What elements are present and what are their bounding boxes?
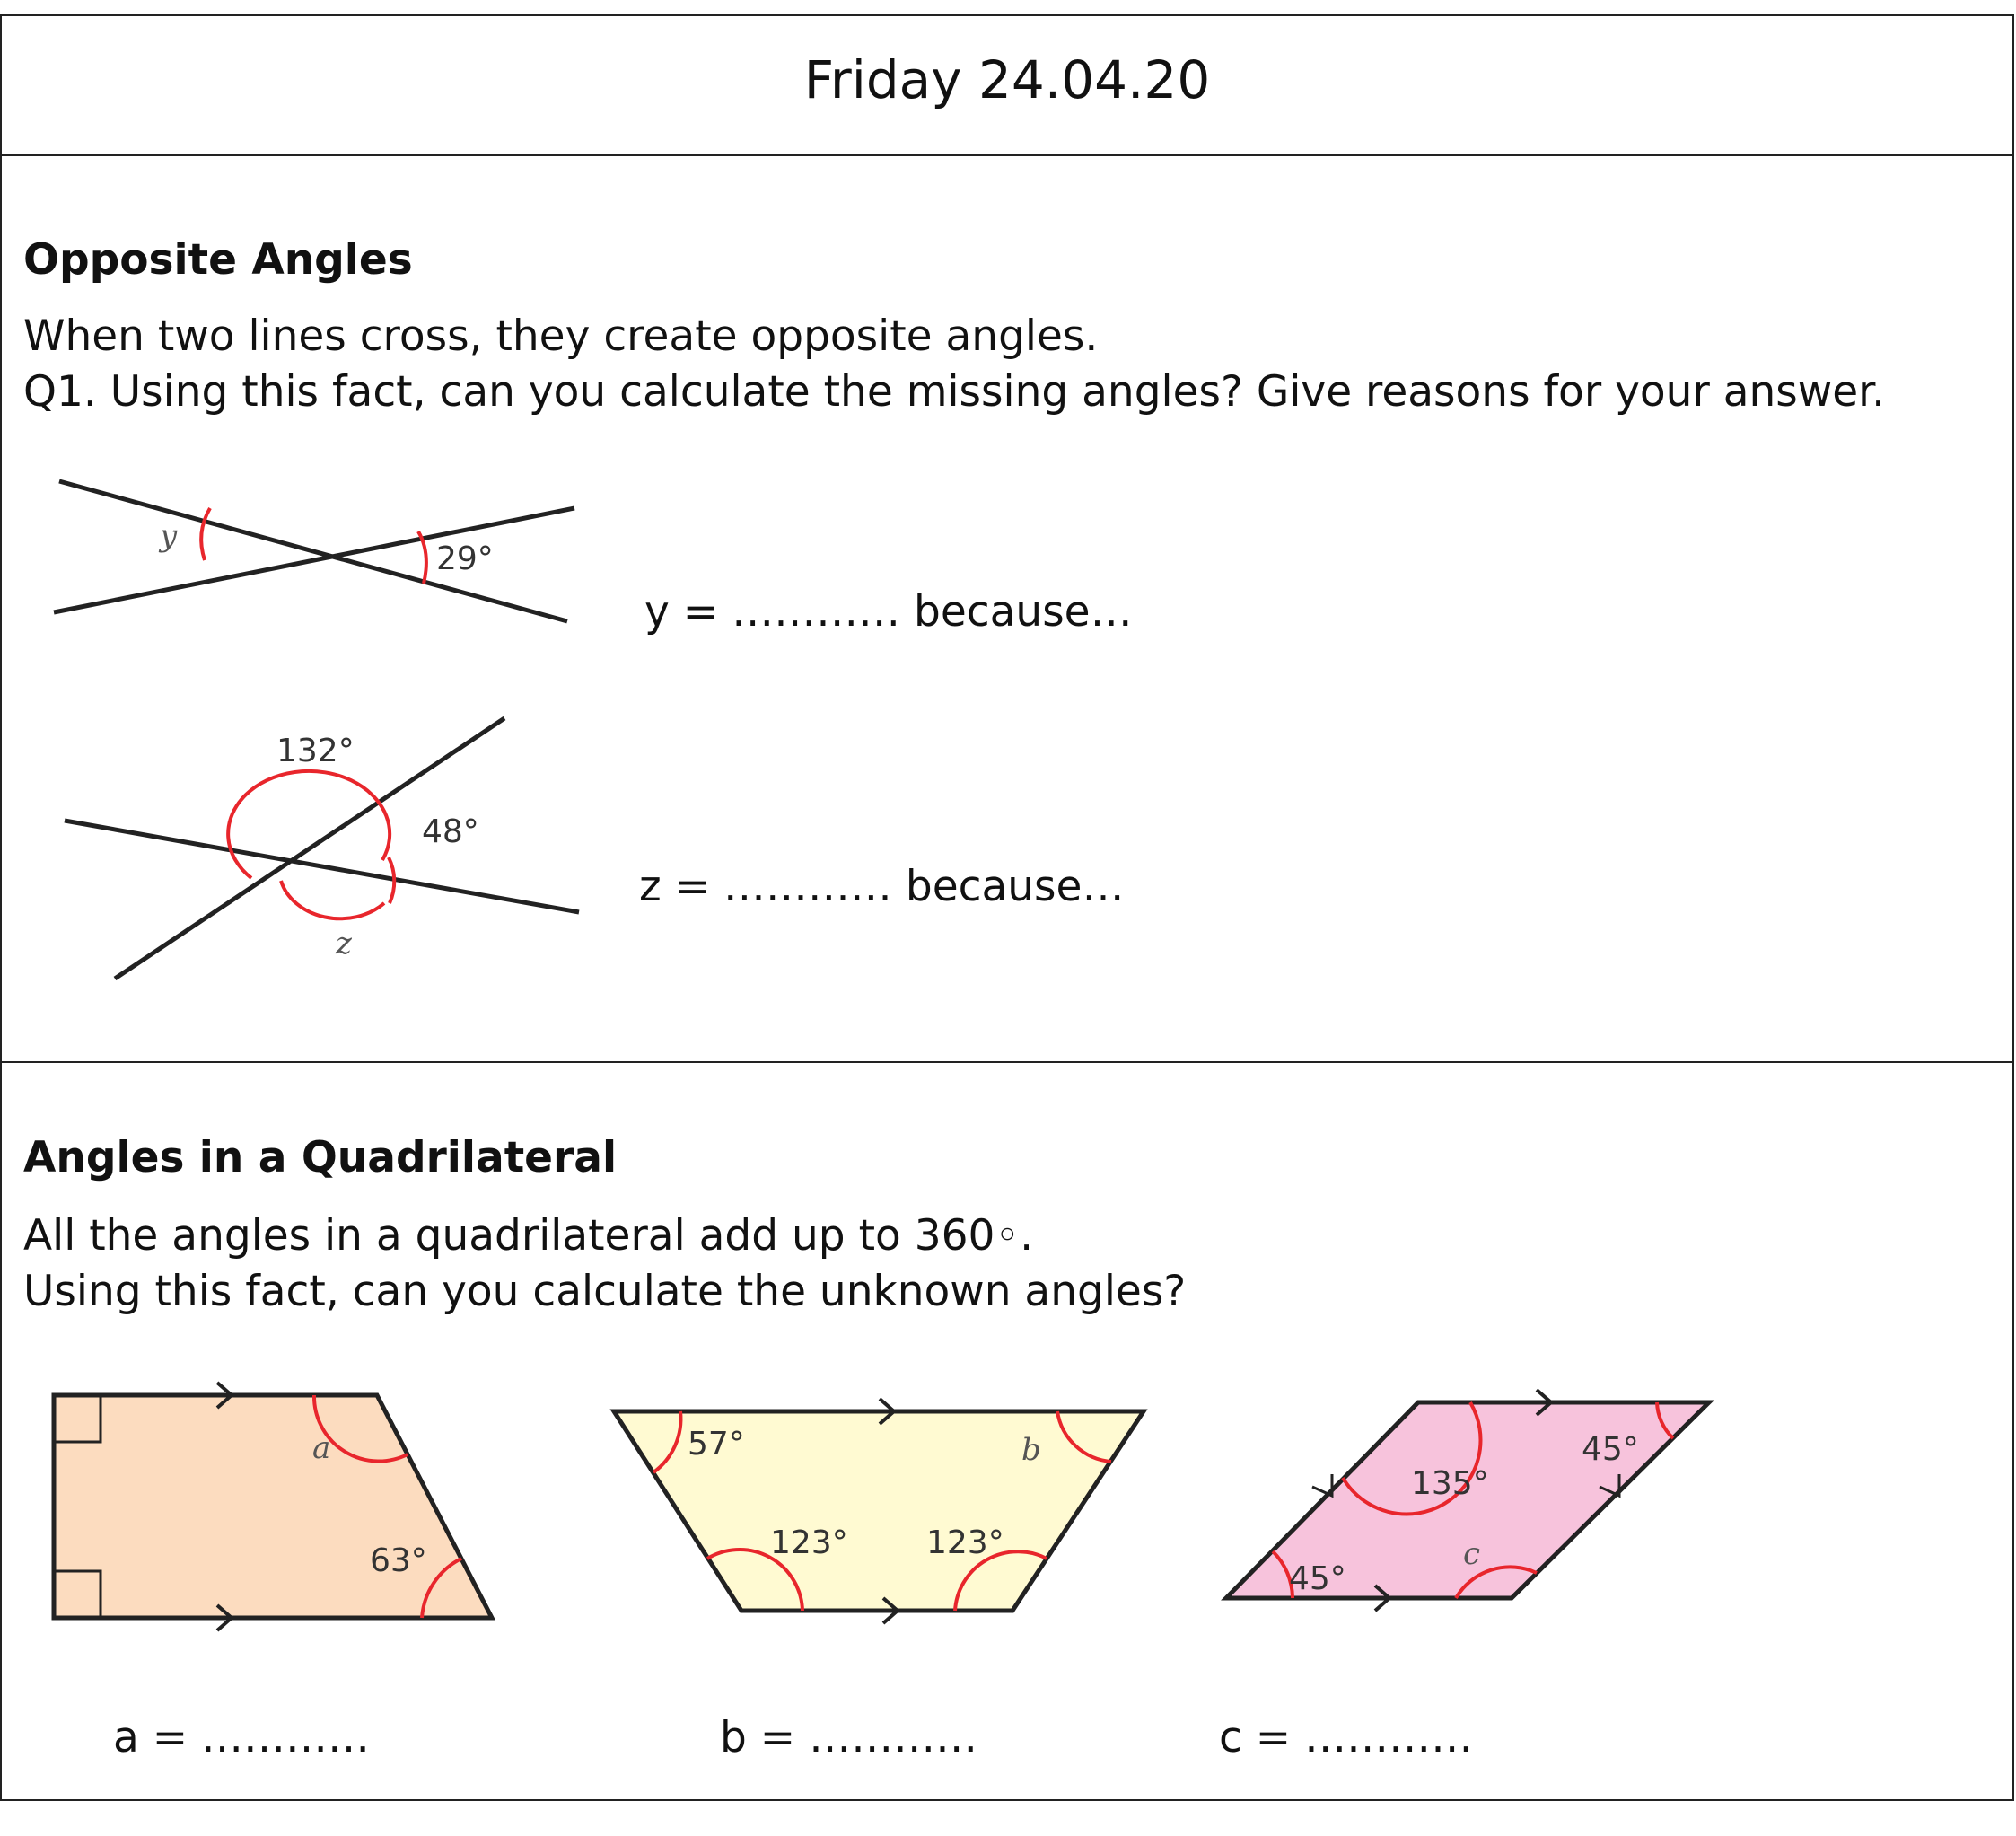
angle-label-45-top: 45° — [1582, 1431, 1639, 1468]
angle-label-132: 132° — [276, 733, 355, 769]
angle-arc-z — [279, 880, 386, 921]
angle-arc-45-top — [1655, 1401, 1675, 1440]
answer-z: z = ………… because… — [639, 862, 1125, 911]
angle-arc-63 — [420, 1557, 462, 1619]
var-z-label: z — [335, 926, 353, 962]
angle-label-48: 48° — [422, 813, 479, 850]
angle-arc-y — [199, 506, 212, 561]
trapezoid-b — [609, 1409, 1148, 1613]
angle-arc-a — [311, 1394, 408, 1463]
opposite-instructions: When two lines cross, they create opposi… — [23, 309, 1885, 420]
quad-line-2: Using this fact, can you calculate the u… — [23, 1267, 1187, 1316]
angle-arc-45-bottom — [1271, 1550, 1294, 1599]
angle-arc-135 — [1341, 1401, 1483, 1516]
opposite-angles-section: Opposite Angles When two lines cross, th… — [2, 156, 2012, 1063]
worksheet: Friday 24.04.20 Opposite Angles When two… — [0, 14, 2014, 1801]
double-arrow-right-c — [1599, 1474, 1621, 1498]
crossing-lines-figure-1: y 29° — [53, 479, 575, 624]
quad-instructions: All the angles in a quadrilateral add up… — [23, 1208, 1186, 1320]
quadrilateral-shape-c: 135° 45° 45° c — [1221, 1388, 1715, 1612]
right-angle-mark-top — [54, 1395, 102, 1444]
right-angle-mark-bottom — [54, 1569, 102, 1618]
angle-label-63: 63° — [370, 1542, 427, 1579]
angle-arc-57 — [652, 1410, 683, 1474]
var-a-label: a — [312, 1430, 330, 1466]
answer-c: c = ………… — [1219, 1713, 1474, 1762]
double-arrow-left-c — [1311, 1474, 1334, 1498]
parallel-arrow-bottom-c — [1373, 1584, 1393, 1612]
var-y-label: y — [158, 518, 178, 554]
parallel-arrow-bottom-b — [881, 1596, 901, 1625]
title-row: Friday 24.04.20 — [2, 16, 2012, 156]
opposite-line-2: Q1. Using this fact, can you calculate t… — [23, 367, 1886, 417]
quadrilateral-shape-a: a 63° — [51, 1381, 496, 1632]
section-heading-opposite: Opposite Angles — [23, 235, 413, 285]
quadrilateral-shape-b: 57° b 123° 123° — [609, 1397, 1148, 1625]
angle-arc-b — [1056, 1410, 1112, 1463]
answer-a: a = ………… — [113, 1713, 371, 1762]
angle-label-29: 29° — [436, 540, 494, 577]
parallelogram-c — [1221, 1400, 1715, 1601]
angle-label-123-right: 123° — [926, 1524, 1004, 1561]
crossing-lines-figure-2: 132° 48° z — [64, 716, 580, 981]
answer-y: y = ………… because… — [644, 587, 1133, 637]
var-c-label: c — [1463, 1536, 1480, 1572]
quadrilateral-section: Angles in a Quadrilateral All the angles… — [2, 1063, 2012, 1801]
angle-arc-48 — [387, 857, 397, 904]
angle-label-45-bottom: 45° — [1289, 1560, 1346, 1597]
parallel-arrow-top-c — [1535, 1388, 1555, 1417]
line-1 — [58, 479, 568, 624]
page-title: Friday 24.04.20 — [803, 49, 1211, 110]
parallel-arrow-top-b — [878, 1397, 898, 1426]
angle-arc-132 — [226, 769, 392, 880]
line-2 — [53, 505, 575, 615]
angle-label-123-left: 123° — [770, 1524, 848, 1561]
answer-b: b = ………… — [720, 1713, 978, 1762]
angle-label-57: 57° — [688, 1426, 745, 1463]
angle-arc-123-right — [953, 1550, 1047, 1612]
parallel-arrow-bottom — [215, 1603, 235, 1632]
opposite-line-1: When two lines cross, they create opposi… — [23, 312, 1099, 361]
angle-arc-29 — [416, 530, 428, 584]
angle-arc-123-left — [706, 1548, 804, 1612]
parallel-arrow-top — [215, 1381, 235, 1410]
quad-line-1: All the angles in a quadrilateral add up… — [23, 1211, 1034, 1261]
angle-label-135: 135° — [1411, 1465, 1489, 1502]
line-3 — [64, 818, 580, 915]
angle-arc-c — [1454, 1565, 1538, 1600]
section-heading-quadrilateral: Angles in a Quadrilateral — [23, 1133, 618, 1182]
var-b-label: b — [1021, 1432, 1041, 1468]
line-4 — [113, 716, 506, 981]
trapezoid-a — [51, 1392, 496, 1621]
